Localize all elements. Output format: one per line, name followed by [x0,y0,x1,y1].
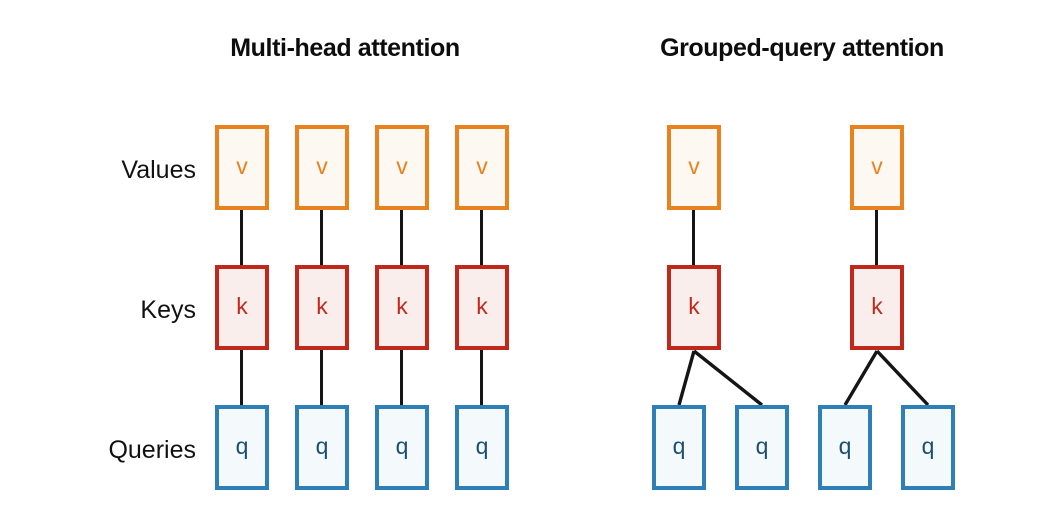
panel-title-grouped-query-attention: Grouped-query attention [660,34,944,62]
key-token: k [396,293,408,319]
mha-connector-value-key-3 [400,210,404,265]
value-token: v [688,153,700,179]
query-token: q [921,433,935,459]
gqa-query-box-2: q [735,405,789,490]
mha-connector-value-key-1 [240,210,244,265]
mha-connector-value-key-2 [320,210,324,265]
value-token: v [871,153,883,179]
mha-query-box-4: q [455,405,509,490]
gqa-value-box-1: v [667,125,721,210]
mha-key-box-3: k [375,265,429,350]
gqa-key-box-1: k [667,265,721,350]
mha-query-box-1: q [215,405,269,490]
key-token: k [688,293,700,319]
query-token: q [235,433,249,459]
mha-connector-value-key-4 [480,210,484,265]
mha-key-box-2: k [295,265,349,350]
query-token: q [672,433,686,459]
key-token: k [316,293,328,319]
mha-connector-key-query-3 [400,350,404,405]
row-label-queries: Queries [108,436,196,464]
mha-query-box-2: q [295,405,349,490]
mha-connector-key-query-4 [480,350,484,405]
value-token: v [396,153,408,179]
row-label-values: Values [121,156,196,184]
query-token: q [838,433,852,459]
query-token: q [755,433,769,459]
query-token: q [315,433,329,459]
mha-value-box-1: v [215,125,269,210]
gqa-key-box-2: k [850,265,904,350]
value-token: v [316,153,328,179]
mha-key-box-1: k [215,265,269,350]
mha-value-box-2: v [295,125,349,210]
gqa-query-box-1: q [652,405,706,490]
value-token: v [476,153,488,179]
mha-value-box-4: v [455,125,509,210]
gqa-query-box-4: q [901,405,955,490]
mha-connector-key-query-2 [320,350,324,405]
panel-title-multi-head-attention: Multi-head attention [230,34,460,62]
key-token: k [871,293,883,319]
key-token: k [476,293,488,319]
mha-connector-key-query-1 [240,350,244,405]
gqa-connector-value-key-1 [692,210,696,265]
row-label-keys: Keys [140,296,196,324]
query-token: q [475,433,489,459]
value-token: v [236,153,248,179]
mha-query-box-3: q [375,405,429,490]
query-token: q [395,433,409,459]
gqa-connector-value-key-2 [875,210,879,265]
key-token: k [236,293,248,319]
gqa-query-box-3: q [818,405,872,490]
mha-key-box-4: k [455,265,509,350]
gqa-value-box-2: v [850,125,904,210]
mha-value-box-3: v [375,125,429,210]
